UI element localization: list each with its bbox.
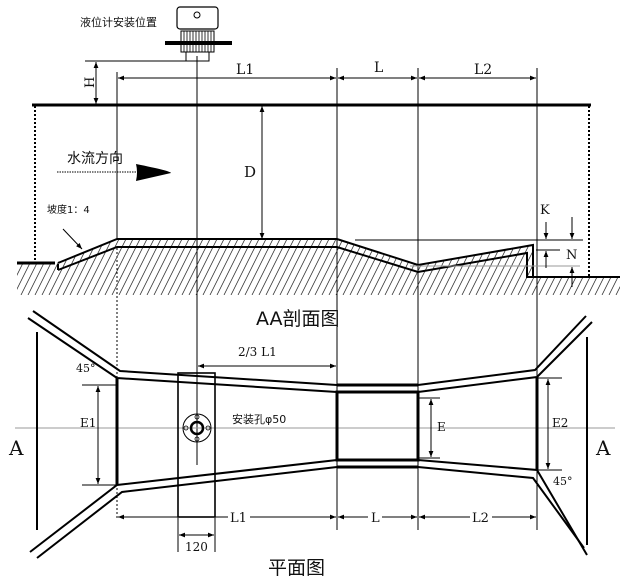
hatch-line	[132, 240, 164, 295]
flume-floor-bottom	[57, 246, 620, 278]
hatch-line	[258, 240, 290, 295]
slope-label: 坡度1：4	[47, 203, 90, 216]
flow-direction-label: 水流方向	[67, 151, 123, 167]
hatch-line	[272, 240, 304, 295]
level-sensor-icon	[165, 6, 232, 62]
section-view-title: AA剖面图	[256, 308, 340, 330]
l1-label-bg	[228, 510, 250, 524]
hatch-line	[307, 240, 339, 295]
h-label: H	[83, 77, 98, 88]
hatch-line	[230, 240, 262, 295]
l2-label-bg	[470, 510, 492, 524]
l-label-bottom: L	[371, 511, 380, 526]
hatch-line	[251, 240, 283, 295]
hatch-line	[146, 240, 178, 295]
angle-label-right: 45°	[553, 475, 573, 488]
slope-pointer	[62, 228, 83, 250]
flow-arrow-icon	[136, 164, 171, 181]
hatch-line	[608, 240, 620, 295]
hatch-line	[314, 240, 346, 295]
hatch-line	[188, 240, 220, 295]
e2-label: E2	[552, 416, 568, 430]
section-mark-right: A	[595, 436, 611, 460]
hatch-line	[279, 240, 311, 295]
mount-hole-label: 安装孔φ50	[232, 412, 286, 426]
hatch-line	[293, 240, 325, 295]
plan-view-title: 平面图	[268, 557, 325, 579]
hatch-line	[104, 240, 136, 295]
hatch-line	[139, 240, 171, 295]
l2-label-top: L2	[474, 62, 492, 78]
hatch-line	[118, 240, 150, 295]
e1-label: E1	[80, 416, 96, 430]
hatch-line	[181, 240, 213, 295]
two-thirds-l1-label: 2/3 L1	[238, 345, 277, 359]
plate-width-label: 120	[185, 540, 208, 554]
l2-label-bottom: L2	[472, 511, 489, 526]
hatch-line	[111, 240, 143, 295]
hatch-line	[237, 240, 269, 295]
hatch-line	[286, 240, 318, 295]
hatch-line	[615, 240, 620, 295]
hatch-line	[160, 240, 192, 295]
flume-floor-top	[57, 238, 534, 277]
l-label-top: L	[374, 60, 383, 76]
hatch-line	[321, 240, 353, 295]
hatch-line	[174, 240, 206, 295]
hatch-line	[125, 240, 157, 295]
flume-walls	[27, 310, 593, 559]
hatch-line	[244, 240, 276, 295]
hatch-line	[265, 240, 297, 295]
hatch-line	[167, 240, 199, 295]
hatch-line	[90, 240, 122, 295]
d-label: D	[244, 163, 256, 181]
l1-label-top: L1	[236, 62, 254, 78]
hatch-line	[202, 240, 234, 295]
hatch-line	[594, 240, 620, 295]
hatch-line	[195, 240, 227, 295]
n-label: N	[566, 248, 577, 263]
mount-hole-flange-icon	[182, 413, 212, 443]
section-mark-left: A	[8, 436, 24, 460]
hatch-line	[601, 240, 620, 295]
k-label: K	[540, 203, 550, 218]
hatch-line	[623, 235, 627, 295]
hatch-line	[216, 240, 248, 295]
hatch-line	[97, 240, 129, 295]
e-label: E	[437, 420, 446, 434]
hatch-line	[223, 240, 255, 295]
hatch-line	[153, 240, 185, 295]
hatch-line	[209, 240, 241, 295]
sensor-location-label: 液位计安装位置	[80, 15, 157, 29]
hatch-line	[83, 240, 115, 295]
l1-label-bottom: L1	[230, 511, 247, 526]
l-label-bg	[368, 510, 382, 524]
hatch-line	[300, 240, 332, 295]
angle-label-left: 45°	[76, 362, 96, 375]
